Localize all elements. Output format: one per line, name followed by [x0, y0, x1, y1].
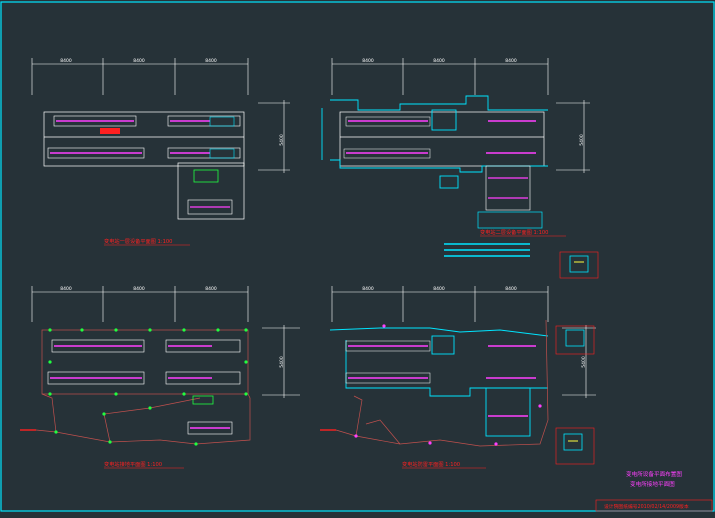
p4-dim-a: 8400: [362, 286, 374, 292]
detail-box-lower: [555, 325, 595, 465]
p2-dim-b: 8400: [433, 58, 445, 64]
p3-caption: 变电站接地平面图 1:100: [104, 460, 162, 468]
p4-dim-b: 8400: [433, 286, 445, 292]
plan-2: 8400 8400 8400 5400: [321, 58, 590, 257]
p1-dim-c: 8400: [205, 58, 217, 64]
p4-dim-side: 5400: [581, 356, 587, 368]
p4-dim-c: 8400: [505, 286, 517, 292]
p1-caption: 变电站一层设备平面图 1:100: [104, 237, 172, 245]
p4-lightning-net: [320, 319, 549, 447]
p3-dim-b: 8400: [133, 286, 145, 292]
p1-switchgear: [47, 115, 241, 159]
plan-3: 8400 8400 8400 5400: [20, 286, 300, 469]
p2-dim-c: 8400: [505, 58, 517, 64]
p2-dim-a: 8400: [362, 58, 374, 64]
p3-dim-a: 8400: [60, 286, 72, 292]
p1-dim-side: 5400: [279, 134, 285, 146]
plan-1: 8400 8400 8400 5400: [31, 58, 290, 246]
p2-caption: 变电站二层设备平面图 1:100: [480, 228, 548, 236]
title-block-text: 设计院图纸编号2010/02/14/2009版本: [604, 503, 689, 510]
p3-dim-side: 5400: [279, 356, 285, 368]
p3-dim-c: 8400: [205, 286, 217, 292]
detail-box-upper: [559, 251, 599, 279]
p1-dim-b: 8400: [133, 58, 145, 64]
p3-ground-grid: [20, 329, 251, 445]
p2-legend-lines: [444, 243, 530, 257]
p2-dim-side: 5400: [579, 134, 585, 146]
p3-ground-rods: [48, 328, 248, 446]
note-line-1: 变电所设备平面布置图: [626, 470, 682, 478]
title-block: 设计院图纸编号2010/02/14/2009版本: [595, 499, 713, 512]
plan-4: 8400 8400 8400 5400: [320, 286, 596, 469]
note-line-2: 变电所接地平面图: [630, 480, 675, 488]
p4-caption: 变电站防雷平面图 1:100: [402, 460, 460, 468]
p1-dim-a: 8400: [60, 58, 72, 64]
